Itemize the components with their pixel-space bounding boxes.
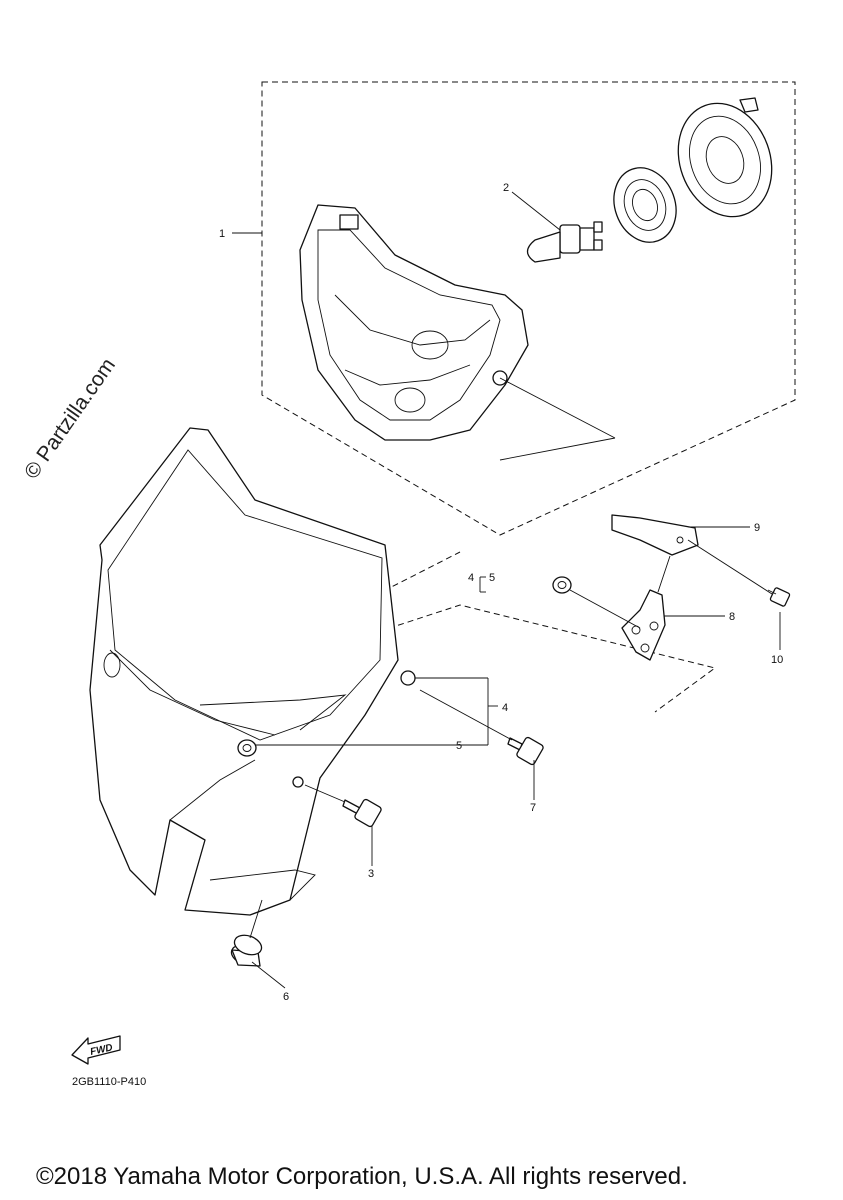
bracket-9 (611, 514, 699, 556)
damper-6 (230, 934, 263, 967)
headlight-cowl (89, 427, 416, 916)
diagram-code: 2GB1110-P410 (72, 1076, 147, 1088)
forward-arrow-icon: FWD (71, 1035, 121, 1065)
bolt-7 (507, 736, 544, 766)
grommet-right (552, 576, 572, 594)
callout-2: 2 (503, 182, 509, 194)
callout-5-upper: 5 (489, 572, 495, 584)
headlight-housing (299, 204, 529, 441)
bolt-10 (767, 587, 791, 607)
headlight-assembly-box (261, 81, 796, 536)
headlight-bulb (526, 221, 603, 263)
fwd-label: FWD (89, 1042, 114, 1057)
bracket-8 (621, 589, 666, 661)
callout-3: 3 (368, 868, 374, 880)
leader-lines (232, 191, 781, 989)
copyright-notice: ©2018 Yamaha Motor Corporation, U.S.A. A… (36, 1163, 688, 1190)
callout-6: 6 (283, 991, 289, 1003)
callout-4-upper: 4 (468, 572, 474, 584)
bolt-3 (342, 798, 382, 828)
callout-7: 7 (530, 802, 536, 814)
grommet-left (237, 739, 257, 757)
callout-10: 10 (771, 654, 783, 666)
callout-5-lower: 5 (456, 740, 462, 752)
callout-9: 9 (754, 522, 760, 534)
callout-4-lower: 4 (502, 702, 508, 714)
callout-8: 8 (729, 611, 735, 623)
bulb-seal-ring (613, 167, 677, 243)
headlight-rear-cover (677, 97, 773, 218)
callout-1: 1 (219, 228, 225, 240)
